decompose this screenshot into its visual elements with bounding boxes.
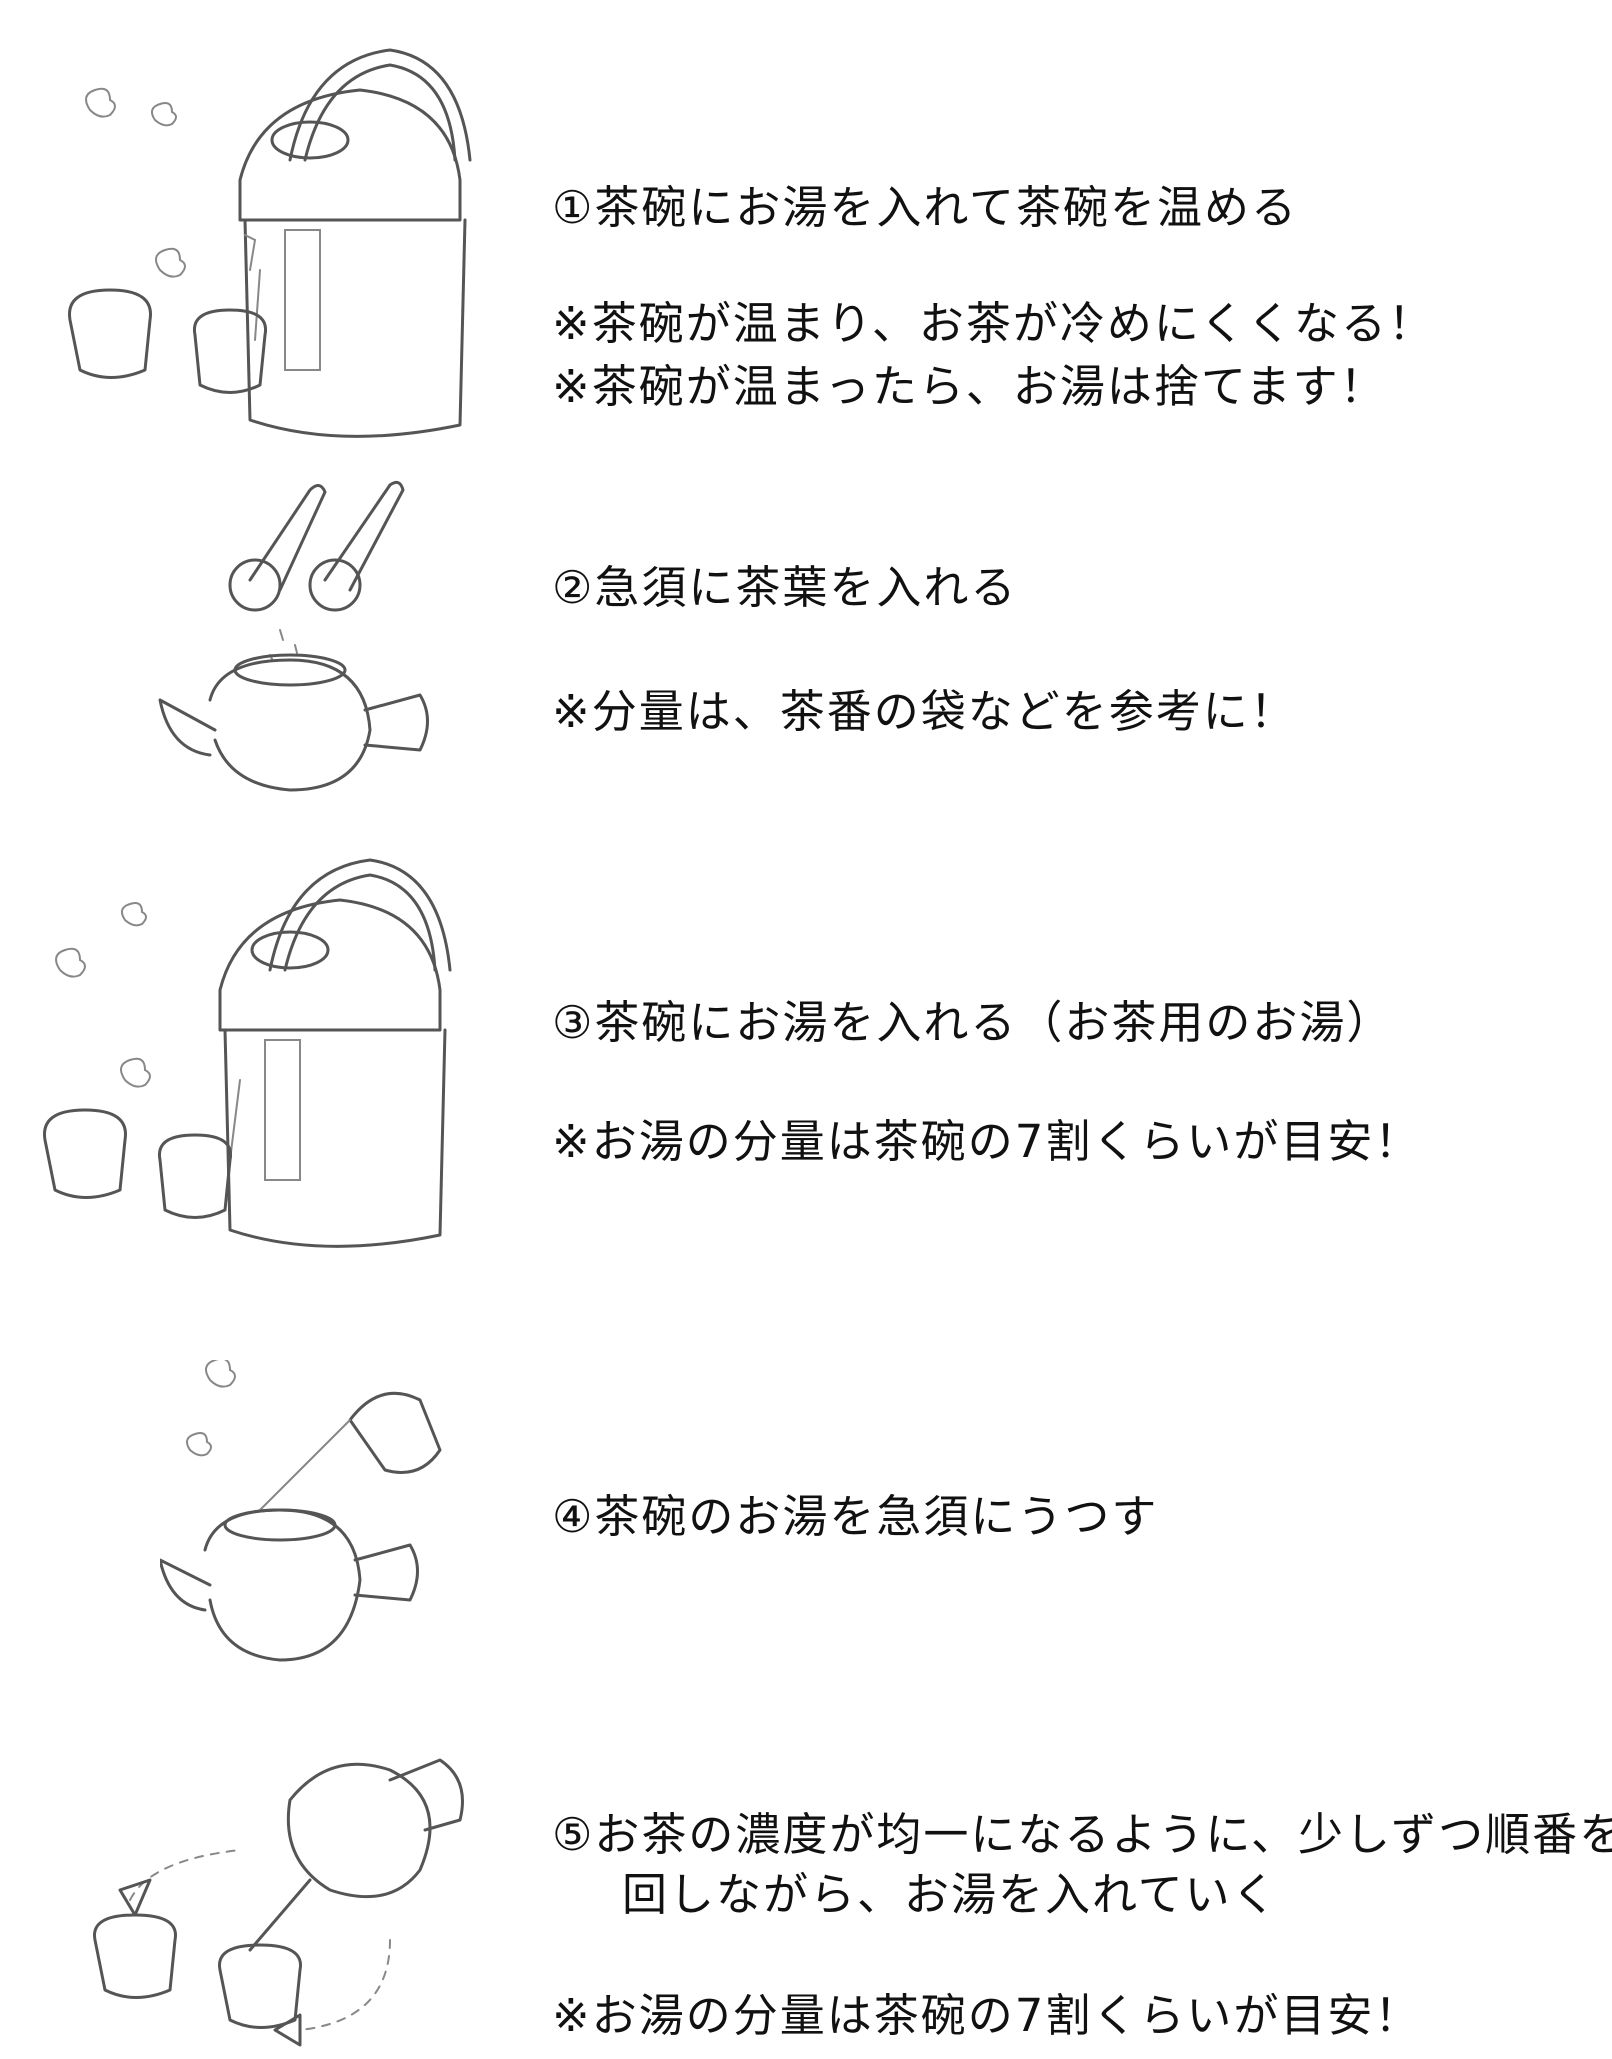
teapot-pouring-into-cups-illustration [90, 1740, 520, 2050]
teapot-with-tea-leaves-illustration [150, 470, 450, 800]
step-3-note-1: ※お湯の分量は茶碗の7割くらいが目安！ [552, 1115, 1422, 1168]
step-2-title: ②急須に茶葉を入れる [552, 561, 1018, 614]
cup-pouring-into-teapot-illustration [160, 1360, 450, 1680]
step-1-title: ①茶碗にお湯を入れて茶碗を温める [552, 181, 1298, 234]
step-5-title-line-1: ⑤お茶の濃度が均一になるように、少しずつ順番を [552, 1808, 1612, 1861]
step-1-note-1: ※茶碗が温まり、お茶が冷めにくくなる！ [552, 297, 1436, 350]
hot-water-pot-illustration [60, 40, 490, 440]
step-5-title-line-2: 回しながら、お湯を入れていく [622, 1868, 1279, 1921]
step-5-note-1: ※お湯の分量は茶碗の7割くらいが目安！ [552, 1989, 1422, 2042]
hot-water-pot-illustration [40, 850, 470, 1260]
step-2-note-1: ※分量は、茶番の袋などを参考に！ [552, 685, 1297, 738]
step-1-note-2: ※茶碗が温まったら、お湯は捨てます！ [552, 360, 1387, 413]
step-4-title: ④茶碗のお湯を急須にうつす [552, 1490, 1159, 1543]
step-3-title: ③茶碗にお湯を入れる（お茶用のお湯） [552, 996, 1394, 1049]
